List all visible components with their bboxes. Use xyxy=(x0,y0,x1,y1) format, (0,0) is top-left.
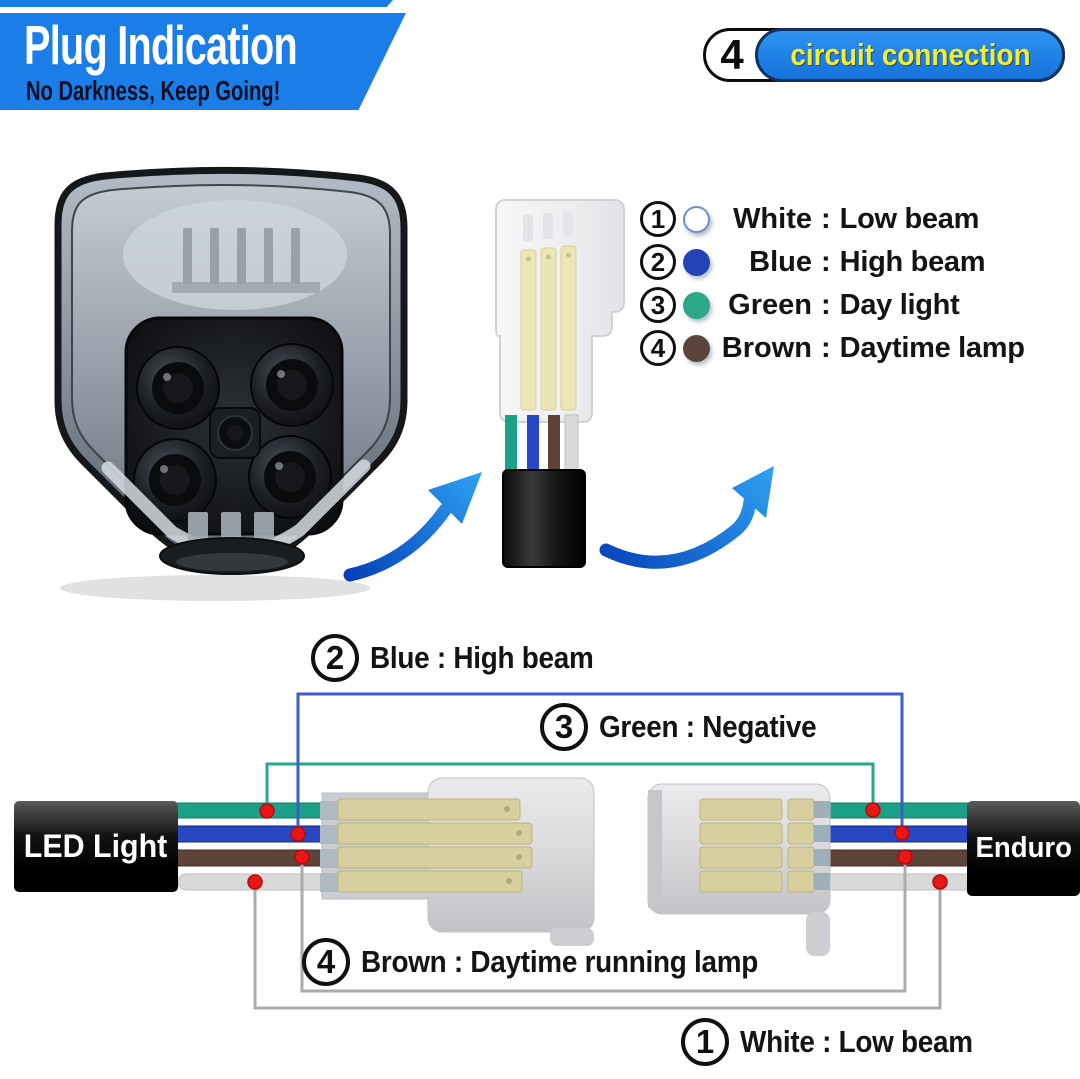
top-grille xyxy=(172,228,320,293)
legend-color-name: Green xyxy=(728,288,812,321)
legend-row-brown: 4 Brown : Daytime lamp xyxy=(640,328,1025,368)
enduro-label: Enduro xyxy=(975,832,1072,864)
legend-separator: : xyxy=(821,288,831,321)
wire-legend: 1 White : Low beam 2 Blue : High beam 3 … xyxy=(640,197,1070,377)
headlight-and-plug-illustration xyxy=(54,166,774,601)
plug-housing xyxy=(495,199,625,423)
label-text: Green : Negative xyxy=(599,709,817,744)
headlight-photo xyxy=(54,166,408,601)
label-blue-high-beam: 2 Blue : High beam xyxy=(311,634,618,682)
enduro-side-connector xyxy=(647,783,831,956)
legend-swatch-green xyxy=(683,291,710,319)
legend-separator: : xyxy=(821,202,831,235)
arrow-right xyxy=(599,466,774,569)
legend-color-name: Brown xyxy=(721,331,812,364)
legend-swatch-brown xyxy=(683,334,710,362)
plug-photo xyxy=(495,199,625,568)
plug-slots xyxy=(523,211,573,241)
legend-function: High beam xyxy=(839,245,986,278)
legend-number-4: 4 xyxy=(640,330,676,366)
header-banner: Plug Indication No Darkness, Keep Going! xyxy=(0,13,406,110)
legend-separator: : xyxy=(821,331,831,364)
legend-swatch-blue xyxy=(683,248,710,276)
label-brown-daytime-running-lamp: 4 Brown : Daytime running lamp xyxy=(302,938,802,986)
label-number-4: 4 xyxy=(302,938,350,986)
led-light-box: LED Light xyxy=(14,801,178,892)
projector-lenses xyxy=(133,343,334,522)
label-white-low-beam: 1 White : Low beam xyxy=(681,1018,999,1066)
legend-row-green: 3 Green : Day light xyxy=(640,285,960,325)
plug-wires xyxy=(505,414,579,474)
connection-markers xyxy=(247,802,948,890)
bottom-vents xyxy=(188,512,274,542)
legend-color-name: Blue xyxy=(749,245,812,278)
plug-terminal-dots xyxy=(526,252,571,262)
legend-function: Daytime lamp xyxy=(839,331,1025,364)
headlight-base-rim xyxy=(176,553,288,571)
page-subtitle: No Darkness, Keep Going! xyxy=(26,75,281,106)
badge-pill: circuit connection xyxy=(755,28,1065,82)
header-accent-strip xyxy=(0,0,393,7)
label-number-3: 3 xyxy=(540,703,588,751)
enduro-box: Enduro xyxy=(967,801,1080,896)
plug-sheath xyxy=(502,469,586,568)
legend-function: Low beam xyxy=(839,202,980,235)
arrow-left xyxy=(343,472,482,582)
legend-color-name: White xyxy=(733,202,812,235)
legend-number-2: 2 xyxy=(640,244,676,280)
page-title: Plug Indication xyxy=(24,14,298,76)
label-green-negative: 3 Green : Negative xyxy=(540,703,841,751)
plug-terminals xyxy=(520,245,577,411)
legend-number-1: 1 xyxy=(640,201,676,237)
label-text: White : Low beam xyxy=(740,1024,973,1059)
badge-number: 4 xyxy=(720,31,744,78)
headlight-shadow xyxy=(60,575,370,601)
led-side-connector xyxy=(320,777,595,946)
wiring-diagram xyxy=(169,692,971,1010)
lens-highlight xyxy=(123,200,347,310)
circuit-count-badge: 4 circuit connection xyxy=(703,28,1065,82)
legend-number-3: 3 xyxy=(640,287,676,323)
led-light-label: LED Light xyxy=(24,828,168,864)
label-text: Blue : High beam xyxy=(370,640,594,675)
callout-loops xyxy=(253,692,942,1010)
label-text: Brown : Daytime running lamp xyxy=(361,944,759,979)
label-number-1: 1 xyxy=(681,1018,729,1066)
badge-label: circuit connection xyxy=(789,37,1031,72)
label-number-2: 2 xyxy=(311,634,359,682)
legend-row-white: 1 White : Low beam xyxy=(640,199,979,239)
legend-swatch-white xyxy=(683,205,710,233)
terminal-cavities xyxy=(699,798,815,893)
male-terminal-blades xyxy=(337,798,533,893)
legend-row-blue: 2 Blue : High beam xyxy=(640,242,986,282)
legend-separator: : xyxy=(821,245,831,278)
legend-function: Day light xyxy=(839,288,960,321)
